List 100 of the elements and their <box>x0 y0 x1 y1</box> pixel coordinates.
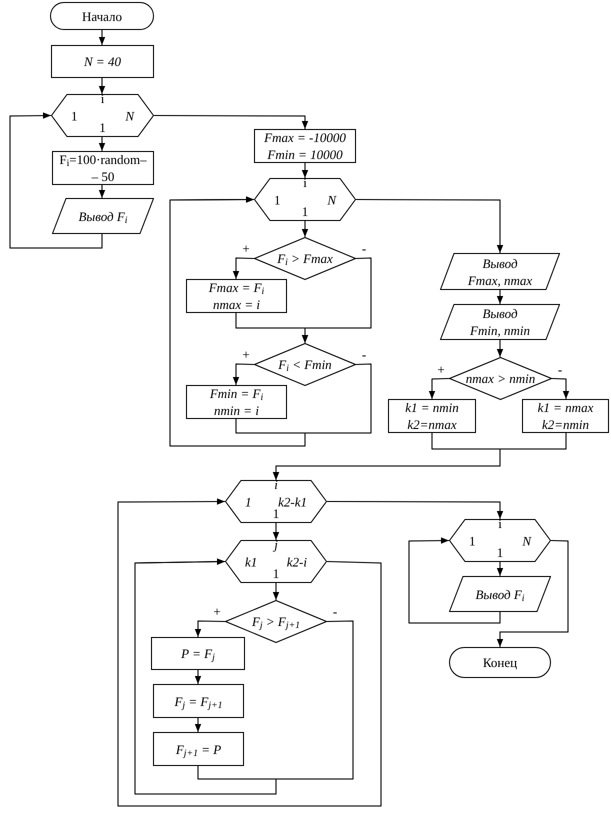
node-text: Начало <box>82 8 122 24</box>
arrow <box>272 522 280 540</box>
arrow <box>154 115 308 130</box>
node-text: k2-k1 <box>278 493 307 510</box>
edge-label: + <box>241 243 251 255</box>
node-text: Конец <box>482 654 518 671</box>
output-parallelogram <box>440 304 560 340</box>
loop-hexagon <box>51 94 154 137</box>
node-text: Вывод F$_{i}$ <box>475 586 525 602</box>
arrow <box>496 562 504 576</box>
arrow <box>194 718 202 732</box>
arrow <box>408 537 500 624</box>
node-text: k1 <box>245 553 258 570</box>
node-text: 1 <box>99 119 106 136</box>
process-box <box>522 399 609 433</box>
process-box <box>388 399 476 433</box>
node-text: nmax > nmin <box>466 370 536 387</box>
arrow <box>272 432 566 480</box>
node-text: 1 <box>274 191 280 208</box>
node-text: N <box>125 107 134 124</box>
process-box <box>153 684 244 718</box>
loop-hexagon <box>225 540 327 583</box>
terminal-shape <box>449 647 551 678</box>
arrow <box>194 670 202 684</box>
arrow <box>496 290 504 304</box>
arrow <box>98 184 106 198</box>
node-text: F$_{i}$=100·random– – 50 <box>58 151 148 185</box>
process-box <box>186 279 287 313</box>
edge-label: + <box>212 606 222 618</box>
node-text: F$_{j}$ = F$_{j+1}$ <box>174 692 223 710</box>
arrow <box>326 501 504 520</box>
arrow <box>98 78 106 94</box>
arrow <box>302 220 308 238</box>
node-text: N <box>522 532 531 549</box>
arrow <box>118 498 382 806</box>
arrow <box>302 162 308 178</box>
loop-hexagon <box>225 480 327 523</box>
node-text: F$_{i}$ < Fmin <box>278 356 332 373</box>
node-text: F$_{j}$ > F$_{j+1}$ <box>252 613 300 630</box>
decision-diamond <box>254 237 356 280</box>
node-text: N <box>327 191 336 208</box>
arrow <box>98 136 106 152</box>
arrow <box>302 257 372 344</box>
arrow <box>356 199 504 254</box>
arrow <box>170 196 372 446</box>
arrow <box>10 112 102 248</box>
node-text: 1 <box>469 532 476 549</box>
edge-label: + <box>241 349 251 361</box>
arrow <box>98 30 106 46</box>
arrow <box>272 582 280 600</box>
decision-diamond <box>254 343 356 386</box>
decision-diamond <box>449 357 552 400</box>
arrow <box>552 378 570 400</box>
node-text: Fmin = F$_{i}$ <box>210 385 264 402</box>
loop-hexagon <box>449 519 551 562</box>
node-text: nmin = i <box>214 402 259 419</box>
node-text: P = F$_{j}$ <box>181 645 215 662</box>
node-text: F$_{i}$ > Fmax <box>277 250 333 267</box>
node-text: Fmax, nmax <box>468 272 532 288</box>
arrow <box>232 363 254 386</box>
node-text: j <box>274 536 278 553</box>
node-text: Fmin = 10000 <box>267 146 343 163</box>
node-text: k2=nmin <box>542 416 590 433</box>
node-text: Fmax = F$_{i}$ <box>208 279 264 296</box>
process-box <box>254 129 356 163</box>
arrow <box>428 378 450 400</box>
node-text: k1 = nmax <box>538 399 594 416</box>
node-text: Вывод <box>482 305 518 322</box>
arrow <box>194 620 226 638</box>
output-parallelogram <box>440 253 560 290</box>
decision-diamond <box>225 600 327 643</box>
process-box <box>153 732 244 766</box>
node-text: k2-i <box>286 553 307 570</box>
node-text: nmax = i <box>212 296 260 313</box>
node-text: 1 <box>272 565 280 582</box>
arrow <box>232 257 254 280</box>
output-parallelogram <box>449 576 551 612</box>
process-box <box>186 385 287 419</box>
node-text: Вывод <box>482 254 518 272</box>
terminal-shape <box>50 2 154 30</box>
node-text: Вывод F$_{i}$ <box>78 208 128 224</box>
arrow <box>134 558 354 794</box>
loop-hexagon <box>254 178 356 221</box>
node-text: 1 <box>71 107 78 124</box>
process-box <box>51 45 154 78</box>
arrow <box>496 540 568 648</box>
node-text: 1 <box>245 493 252 510</box>
node-text: Fmax = -10000 <box>264 129 346 146</box>
node-text: 1 <box>496 544 504 561</box>
node-text: N = 40 <box>84 53 121 70</box>
node-text: Fmin, nmin <box>470 322 530 339</box>
node-text: F$_{j+1}$ = P <box>176 740 222 758</box>
node-text: k2=nmax <box>407 416 457 433</box>
process-box <box>151 637 245 670</box>
edge-label: + <box>436 364 446 376</box>
node-text: 1 <box>302 203 308 220</box>
node-text: 1 <box>272 506 280 522</box>
output-parallelogram <box>52 198 154 234</box>
node-text: k1 = nmin <box>405 399 459 416</box>
arrow <box>496 340 504 358</box>
